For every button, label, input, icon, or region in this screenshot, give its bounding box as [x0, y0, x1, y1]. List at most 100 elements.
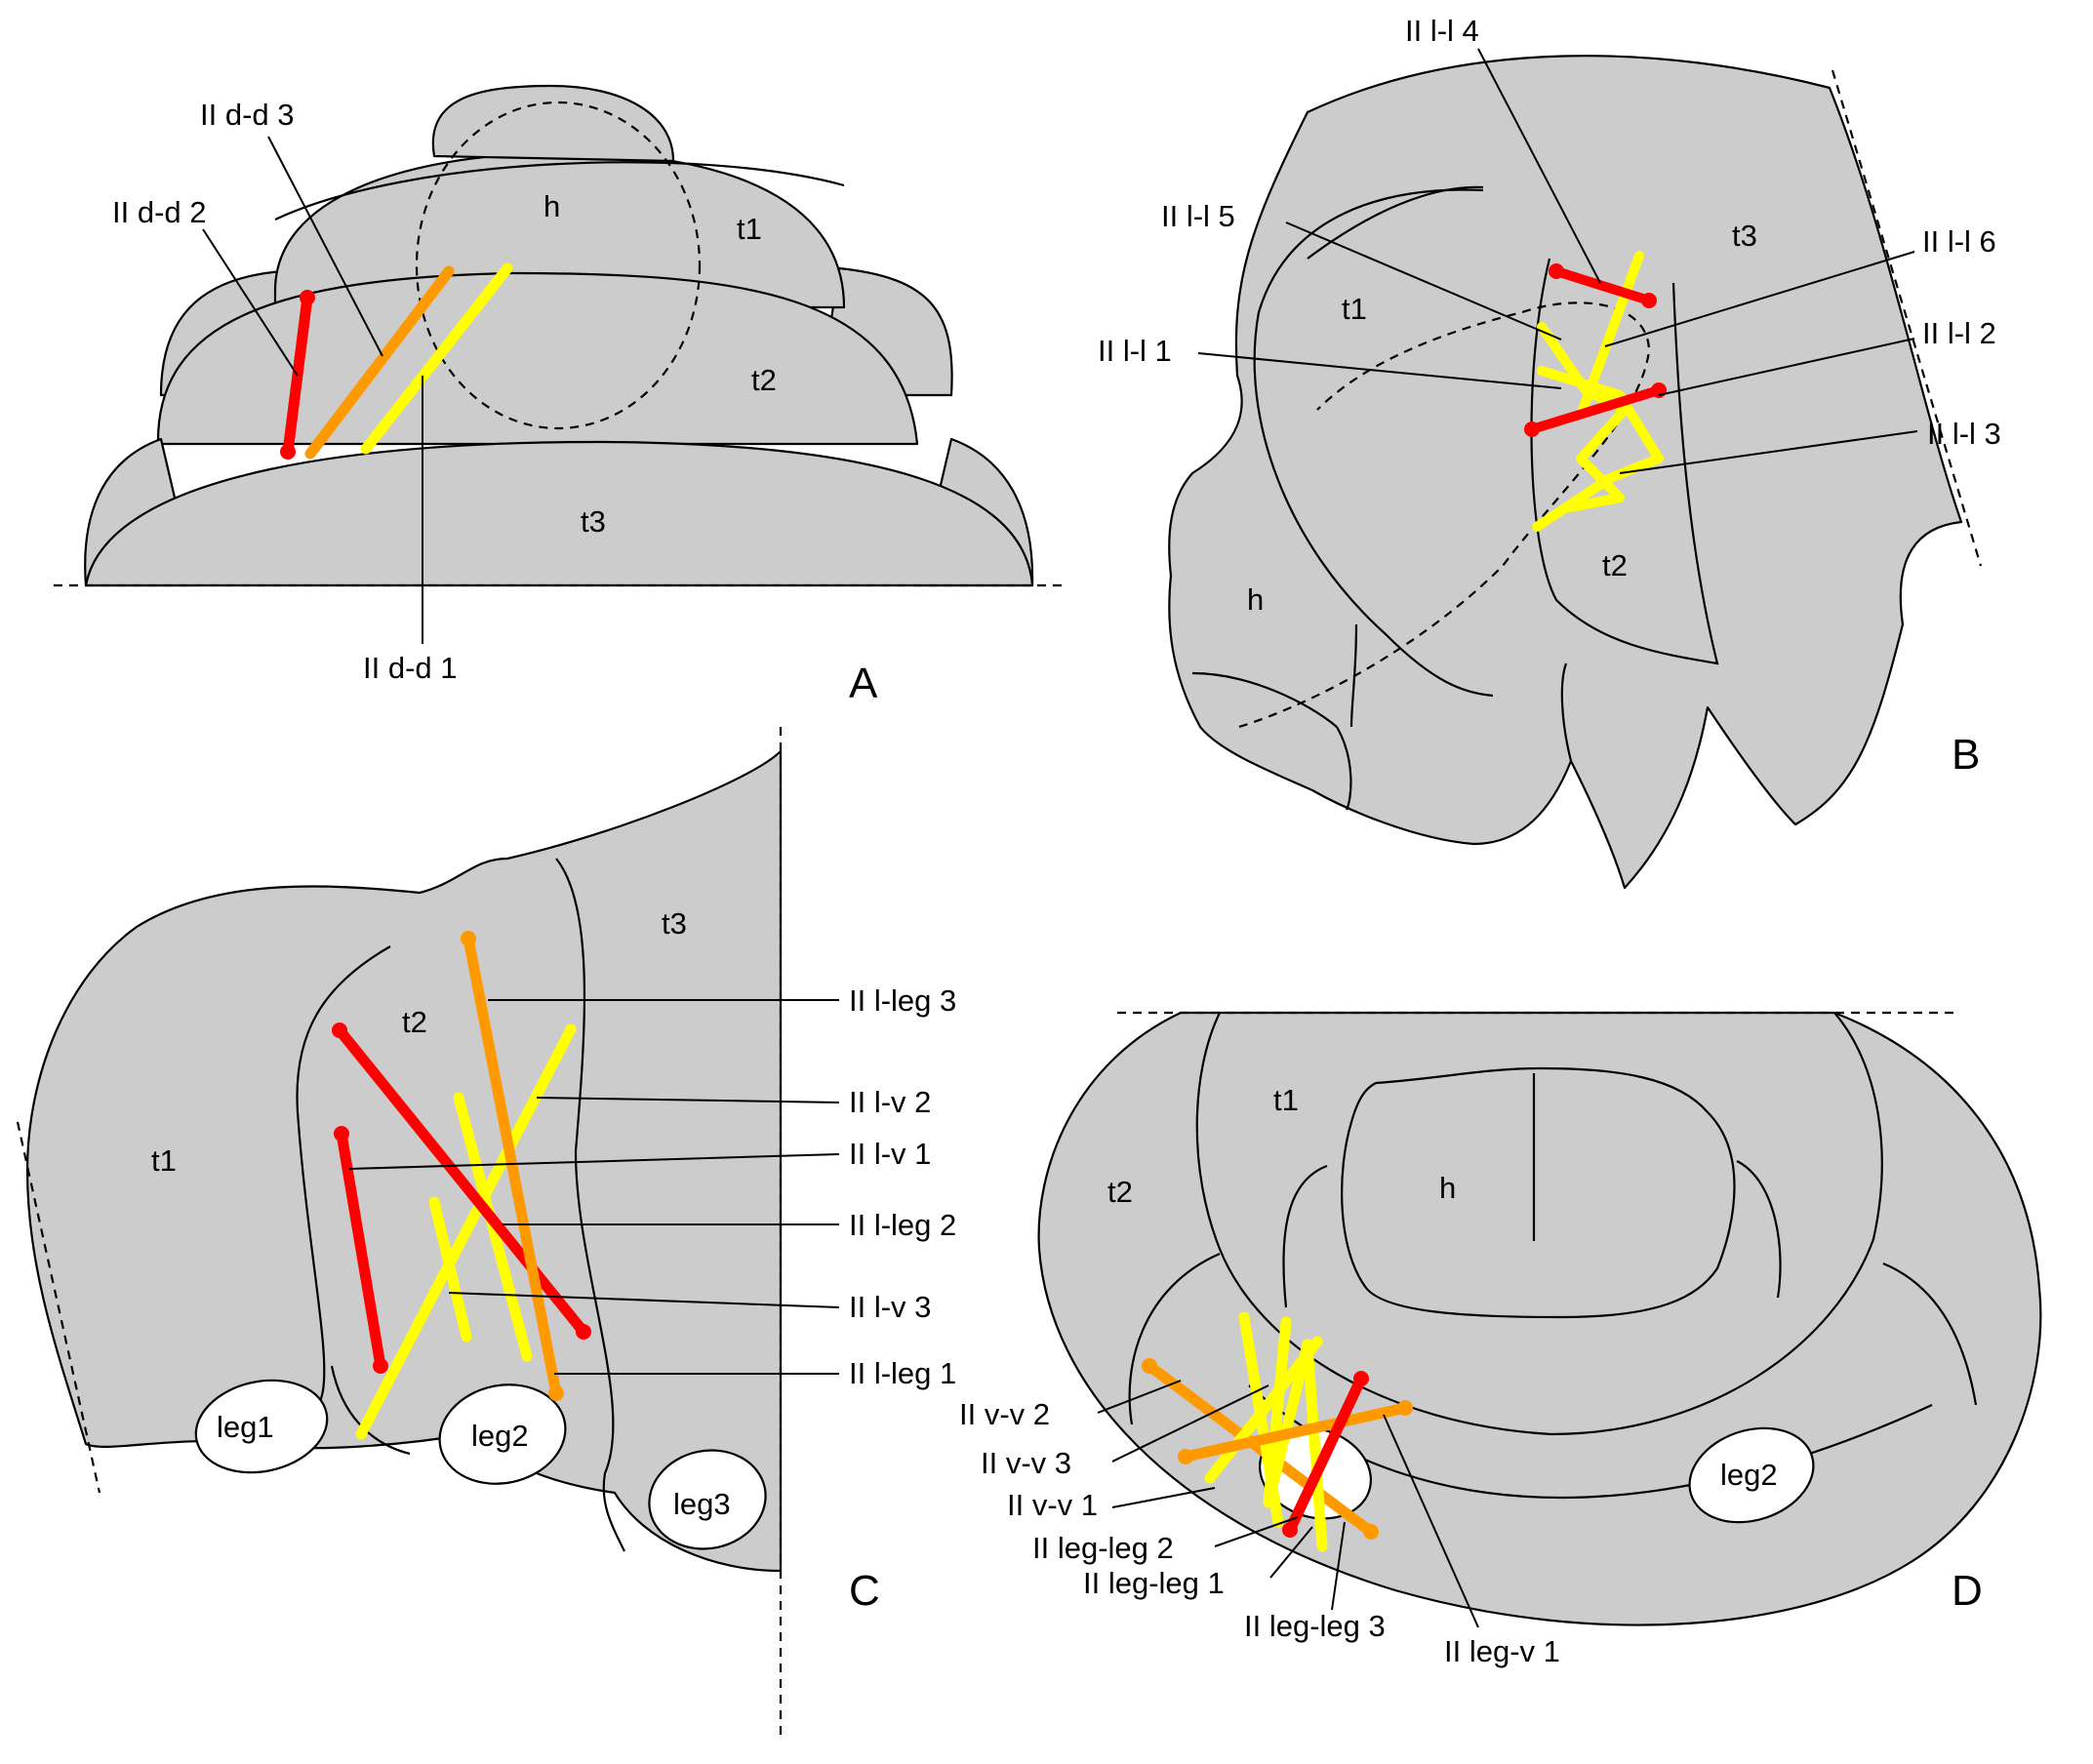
d-text-leg-leg-2: II leg-leg 2: [1032, 1531, 1174, 1565]
b-text-l-l-6: II l-l 6: [1922, 224, 1996, 259]
d-inner-ring: [1282, 1160, 1782, 1308]
c-label-t2: t2: [402, 1005, 427, 1039]
a-segment-t3: [84, 440, 1034, 587]
muscle-ii-leg-leg-2-end-b: [1282, 1522, 1298, 1538]
muscle-ii-d-d-2-end-a: [300, 290, 315, 305]
muscle-ii-leg-leg-2-end-a: [1353, 1371, 1369, 1386]
d-text-v-v-3: II v-v 3: [981, 1446, 1071, 1480]
muscle-ii-d-d-2-end-b: [280, 444, 296, 460]
muscle-ii-l-v-1-end-a: [334, 1126, 349, 1142]
b-label-t1: t1: [1342, 292, 1367, 326]
a-label-t1: t1: [737, 212, 762, 246]
a-head: [431, 84, 675, 163]
d-label-leg2: leg2: [1720, 1458, 1778, 1492]
c-leader-l-v-3: [448, 1292, 840, 1308]
muscle-ii-v-v-yellow-group: [1263, 1316, 1328, 1552]
d-leg-ring-left: [1128, 1252, 1221, 1425]
a-text-d-d-2: II d-d 2: [112, 195, 207, 229]
c-text-l-v-1: II l-v 1: [849, 1137, 931, 1171]
a-leader-d-d-2: [202, 228, 299, 377]
muscle-ii-l-l-4-end-b: [1641, 293, 1657, 308]
c-label-leg1: leg1: [217, 1410, 274, 1444]
muscle-ii-l-leg-2-end-b: [576, 1324, 591, 1340]
b-panel-letter: B: [1952, 731, 1980, 779]
muscle-ii-l-l-6: [1578, 251, 1644, 415]
panel-c: t1 t2 t3 leg1 leg2 leg3 II l-leg 3 II l-…: [16, 727, 956, 1737]
b-label-h: h: [1247, 582, 1264, 617]
muscle-ii-l-l-4: [1551, 266, 1654, 305]
c-panel-letter: C: [849, 1567, 880, 1615]
b-leader-l-l-2: [1658, 338, 1915, 396]
d-leader-v-v-1: [1111, 1487, 1216, 1508]
muscle-ii-l-leg-3: [463, 933, 562, 1399]
muscle-ii-l-leg-2: [334, 1024, 589, 1338]
c-body: [25, 749, 783, 1573]
c-text-l-leg-2: II l-leg 2: [849, 1208, 956, 1242]
b-leader-l-l-5: [1285, 221, 1562, 341]
c-leader-l-v-2: [536, 1097, 840, 1103]
d-label-h: h: [1439, 1171, 1456, 1205]
muscle-ii-l-l-2-end-a: [1524, 421, 1540, 437]
c-text-l-v-2: II l-v 2: [849, 1085, 931, 1119]
muscle-ii-l-v-1: [336, 1128, 386, 1372]
b-head-outline: [1238, 301, 1651, 729]
c-text-l-leg-1: II l-leg 1: [849, 1356, 956, 1390]
muscle-ii-l-leg-1-end: [548, 1385, 564, 1401]
b-text-l-l-3: II l-l 3: [1927, 417, 2001, 451]
muscle-ii-v-v-2-end-a: [1142, 1358, 1157, 1374]
d-label-t2: t2: [1107, 1175, 1133, 1209]
muscle-ii-v-v-2: [1144, 1360, 1377, 1538]
b-head-line-2: [1336, 726, 1352, 811]
d-panel-letter: D: [1952, 1567, 1983, 1615]
a-leader-d-d-3: [267, 136, 383, 357]
c-leg3-socket: [648, 1449, 767, 1550]
d-leg-ring-right: [1882, 1262, 1978, 1406]
b-leader-l-l-1: [1197, 352, 1562, 389]
b-head-line: [1191, 671, 1338, 728]
d-label-t1: t1: [1273, 1083, 1299, 1117]
a-panel-letter: A: [849, 660, 878, 707]
d-text-leg-leg-3: II leg-leg 3: [1244, 1609, 1386, 1643]
c-leader-l-v-1: [348, 1153, 840, 1170]
c-label-leg2: leg2: [471, 1419, 529, 1453]
muscle-ii-l-l-2: [1527, 385, 1664, 434]
d-leader-leg-v-1: [1383, 1414, 1479, 1628]
c-text-l-leg-3: II l-leg 3: [849, 983, 956, 1018]
b-leader-l-l-3: [1619, 430, 1918, 474]
muscle-ii-leg-v-1-end-a: [1178, 1449, 1193, 1464]
panel-a: h t1 t2 t3 II d-d 2 II d-d 3 II d-d 1 A: [54, 84, 1064, 707]
c-leg1-socket: [194, 1379, 329, 1474]
a-text-d-d-1: II d-d 1: [363, 651, 458, 685]
c-text-l-v-3: II l-v 3: [849, 1290, 931, 1324]
d-leader-leg-leg-2: [1214, 1516, 1299, 1547]
a-label-h: h: [543, 189, 560, 223]
muscle-ii-d-d-1: [360, 262, 513, 455]
b-text-l-l-1: II l-l 1: [1098, 334, 1172, 368]
d-leg2-socket-right: [1688, 1426, 1815, 1524]
muscle-ii-d-d-3: [304, 265, 455, 460]
muscle-ii-l-leg-2-end-a: [332, 1022, 347, 1038]
c-t2-right-edge: [555, 858, 625, 1552]
muscle-ii-leg-v-1-end-b: [1397, 1400, 1413, 1416]
b-lower-fold: [1560, 662, 1573, 762]
d-leader-leg-leg-3: [1331, 1521, 1346, 1611]
muscle-ii-l-l-2-end-b: [1651, 382, 1667, 398]
a-text-d-d-3: II d-d 3: [200, 98, 295, 132]
b-t1-outline: [1253, 188, 1494, 698]
b-label-t2: t2: [1602, 548, 1628, 582]
c-label-leg3: leg3: [673, 1487, 731, 1521]
b-head-divide: [1349, 623, 1358, 728]
d-leader-v-v-2: [1097, 1380, 1182, 1414]
muscle-ii-l-v-2: [355, 1023, 577, 1440]
d-text-leg-v-1: II leg-v 1: [1444, 1634, 1560, 1668]
panel-b: h t1 t2 t3 II l-l 4 II l-l 5 II l-l 6 II…: [1098, 14, 2001, 890]
c-label-t3: t3: [662, 906, 687, 941]
d-text-leg-leg-1: II leg-leg 1: [1083, 1566, 1225, 1600]
muscle-ii-v-v-1: [1238, 1311, 1284, 1528]
muscle-ii-l-v-3: [428, 1196, 472, 1343]
c-t2-bottom: [330, 1365, 411, 1456]
a-label-t2: t2: [751, 363, 777, 397]
a-t1-top-line: [274, 161, 845, 220]
muscle-ii-l-l-4-end-a: [1549, 263, 1564, 279]
